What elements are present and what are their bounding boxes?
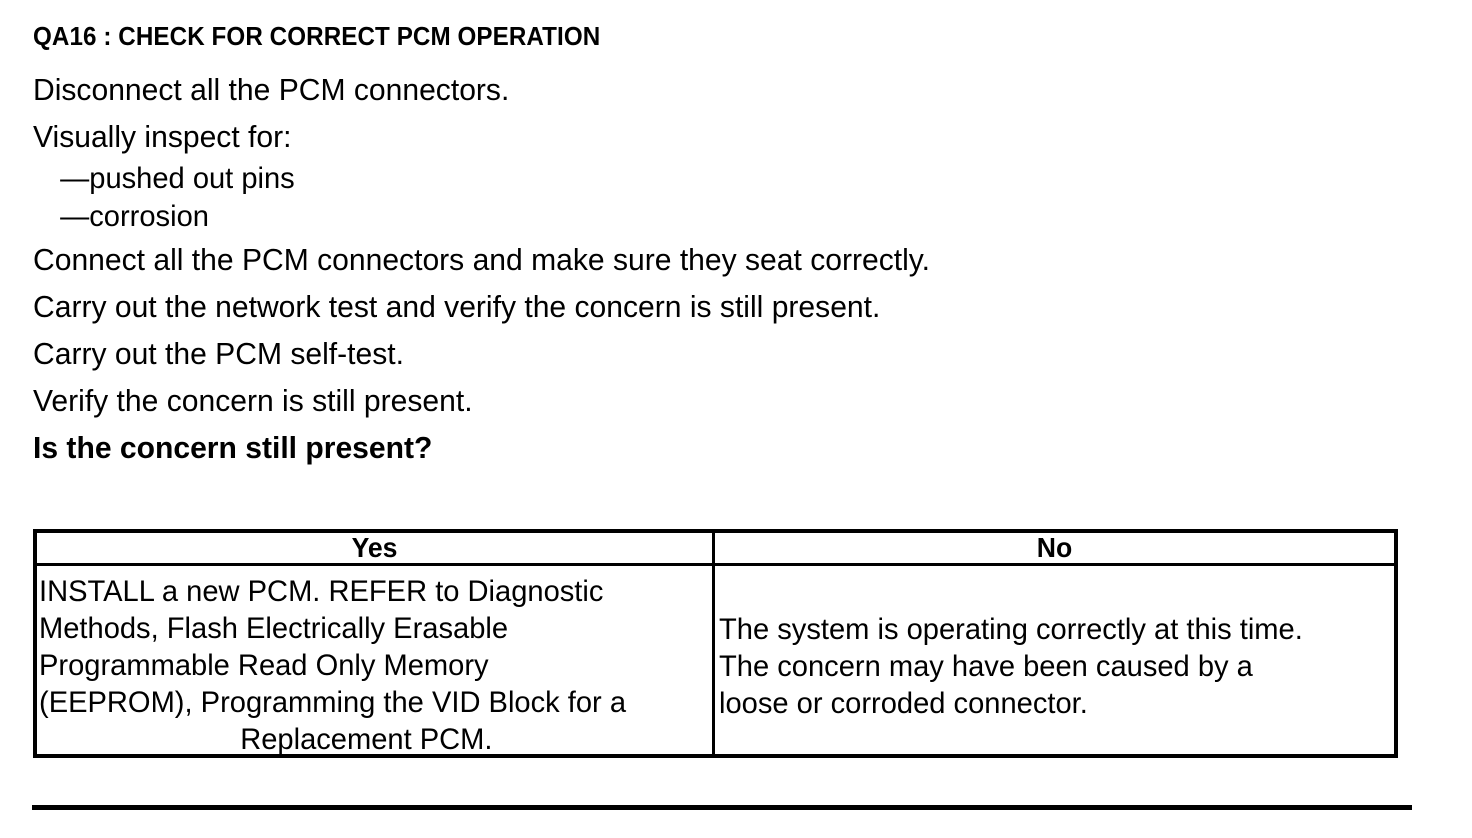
step-line-dash: —corrosion — [60, 200, 209, 233]
cell-line: Replacement PCM. — [240, 723, 493, 756]
table-header-row — [37, 533, 1394, 566]
step-line: Connect all the PCM connectors and make … — [33, 242, 930, 277]
step-line-dash: —pushed out pins — [60, 162, 295, 195]
cell-line: (EEPROM), Programming the VID Block for … — [39, 686, 627, 719]
cell-line: The concern may have been caused by a — [719, 650, 1253, 683]
answer-table: Yes No INSTALL a new PCM. REFER to Diagn… — [33, 529, 1398, 758]
table-header-yes: Yes — [351, 532, 398, 563]
step-line: Carry out the PCM self-test. — [33, 336, 404, 371]
procedure-steps: Disconnect all the PCM connectors. Visua… — [33, 66, 1433, 471]
table-header-no: No — [1036, 532, 1073, 563]
cell-line: INSTALL a new PCM. REFER to Diagnostic — [39, 575, 604, 608]
step-question: Is the concern still present? — [33, 430, 433, 465]
cell-line: Methods, Flash Electrically Erasable — [39, 612, 509, 645]
cell-line: The system is operating correctly at thi… — [719, 613, 1303, 646]
step-line: Visually inspect for: — [33, 119, 292, 154]
table-cell-no: The system is operating correctly at thi… — [719, 611, 1398, 722]
step-line: Carry out the network test and verify th… — [33, 289, 881, 324]
table-cell-yes: INSTALL a new PCM. REFER to Diagnostic M… — [39, 573, 718, 758]
table-column-divider — [712, 533, 715, 754]
cell-line: loose or corroded connector. — [719, 687, 1088, 720]
step-line: Verify the concern is still present. — [33, 383, 473, 418]
step-line: Disconnect all the PCM connectors. — [33, 72, 510, 107]
page-title: QA16 : CHECK FOR CORRECT PCM OPERATION — [33, 21, 601, 51]
cell-line: Programmable Read Only Memory — [39, 649, 489, 682]
section-divider-rule — [32, 805, 1412, 810]
